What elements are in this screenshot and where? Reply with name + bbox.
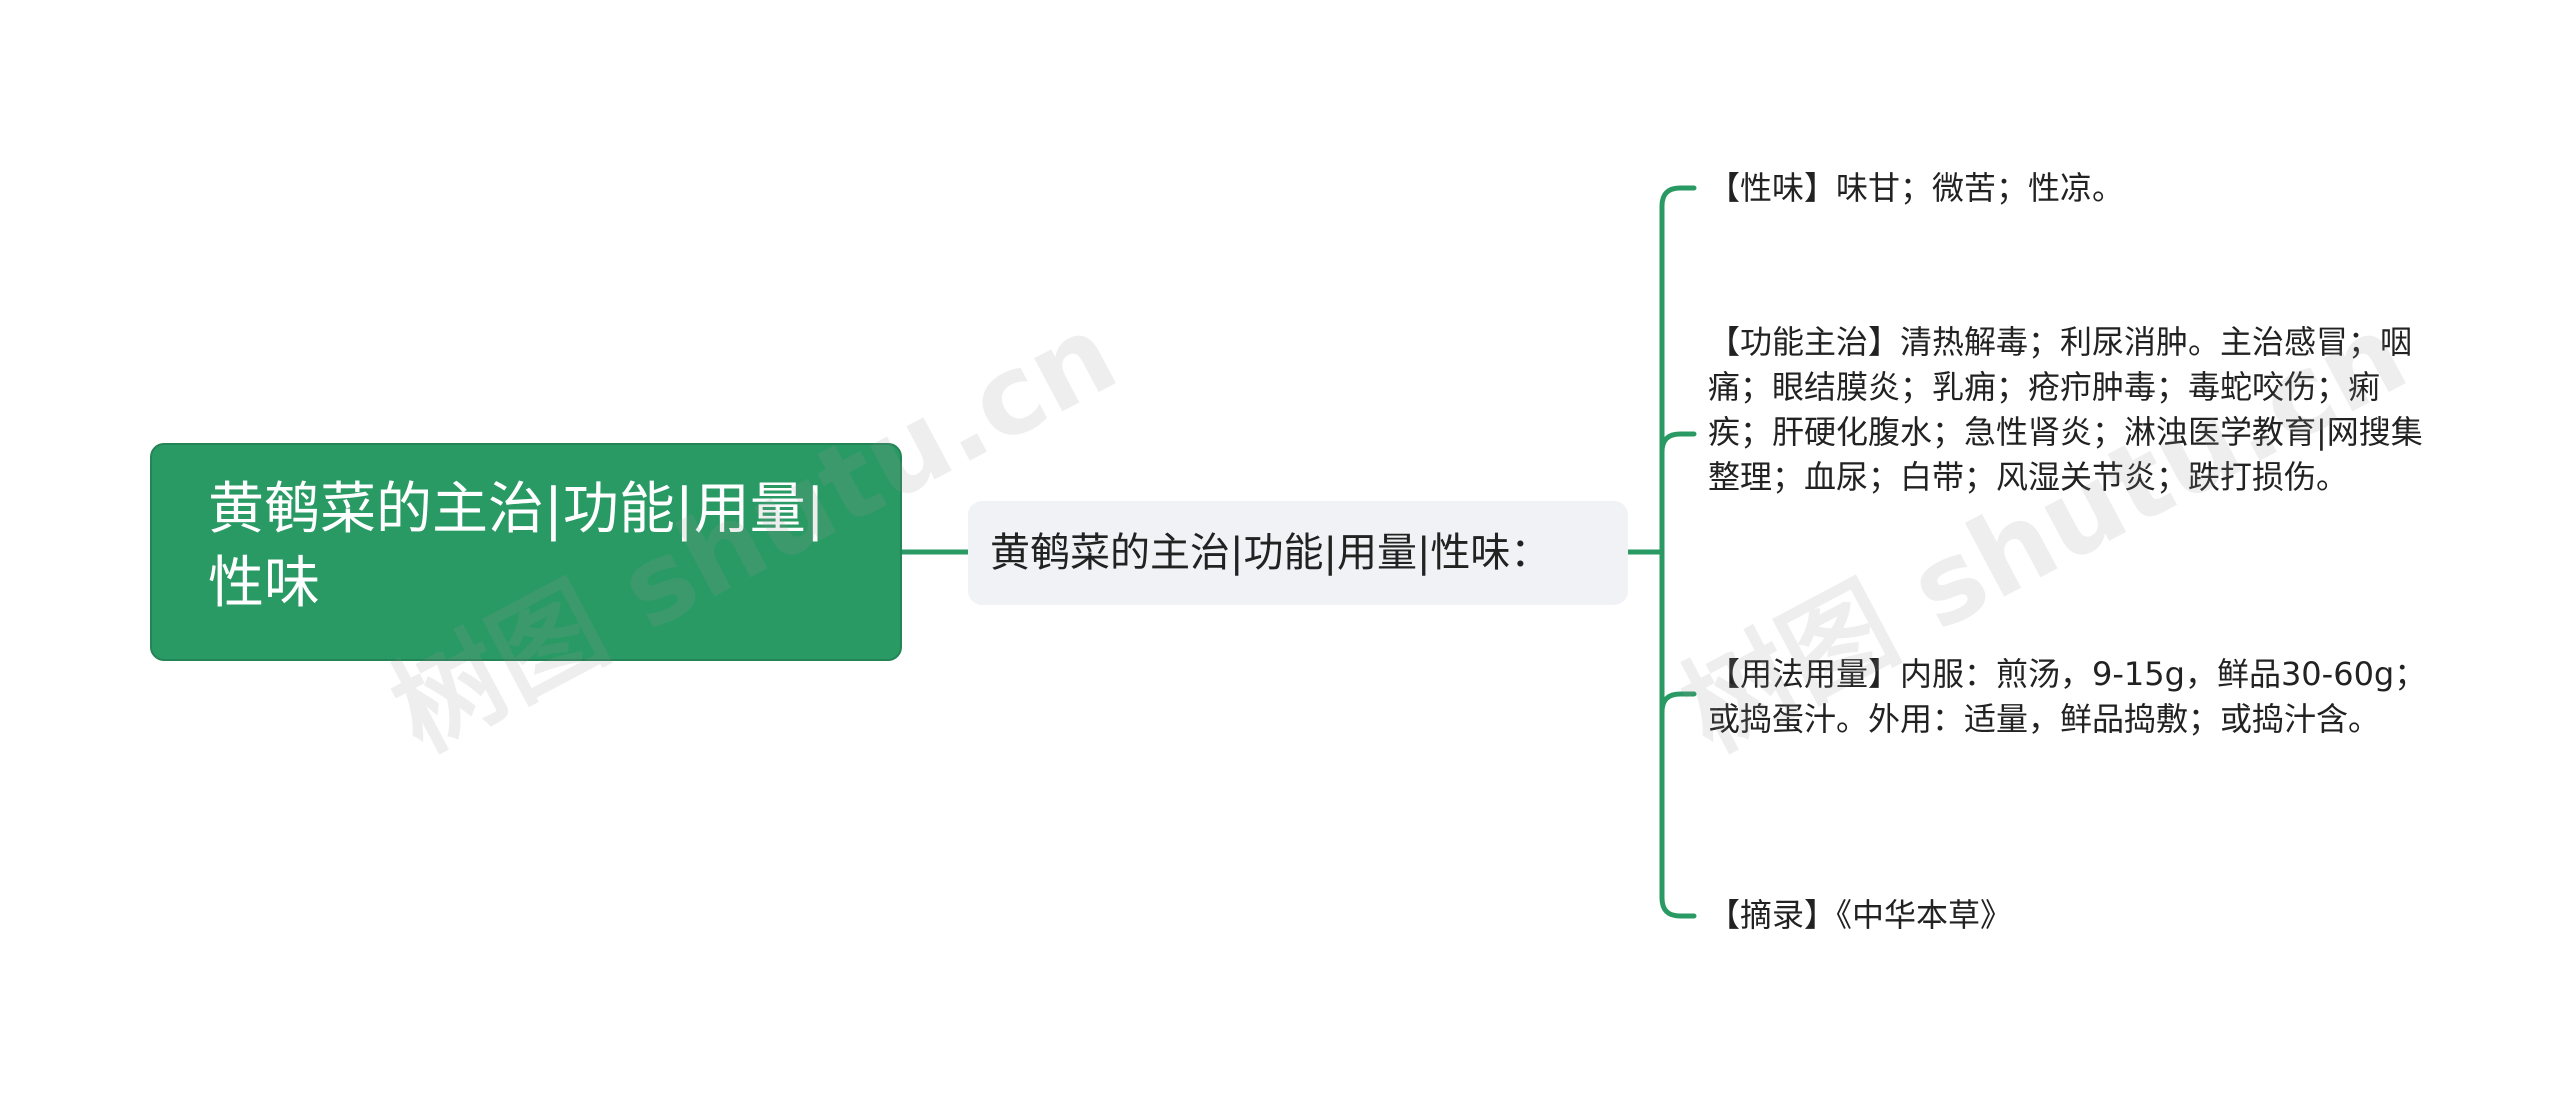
leaf-node-zhailu[interactable]: 【摘录】《中华本草》 [1708, 896, 2013, 934]
leaf-node-xingwei[interactable]: 【性味】味甘；微苦；性凉。 [1708, 169, 2125, 207]
bracket-bottom-curve [1659, 895, 1697, 919]
root-topic-line-1: 黄鹌菜的主治|功能|用量| [208, 477, 825, 542]
bracket-leaf-1-tick [1659, 431, 1697, 455]
root-topic-line-2: 性味 [208, 551, 320, 616]
bracket-leaf-2-tick [1659, 691, 1697, 715]
leaf-node-yongfa-yongliang[interactable]: 【用法用量】内服：煎汤，9-15g，鲜品30-60g；或捣蛋汁。外用：适量，鲜品… [1708, 655, 2427, 738]
leaf-node-gongneng-zhuzhi[interactable]: 【功能主治】清热解毒；利尿消肿。主治感冒；咽痛；眼结膜炎；乳痈；疮疖肿毒；毒蛇咬… [1708, 323, 2423, 496]
root-topic-node[interactable]: 黄鹌菜的主治|功能|用量| 性味 [150, 443, 902, 661]
subtopic-node[interactable]: 黄鹌菜的主治|功能|用量|性味： [968, 501, 1628, 605]
subtopic-label: 黄鹌菜的主治|功能|用量|性味： [990, 530, 1551, 576]
bracket-top-curve [1659, 185, 1697, 209]
